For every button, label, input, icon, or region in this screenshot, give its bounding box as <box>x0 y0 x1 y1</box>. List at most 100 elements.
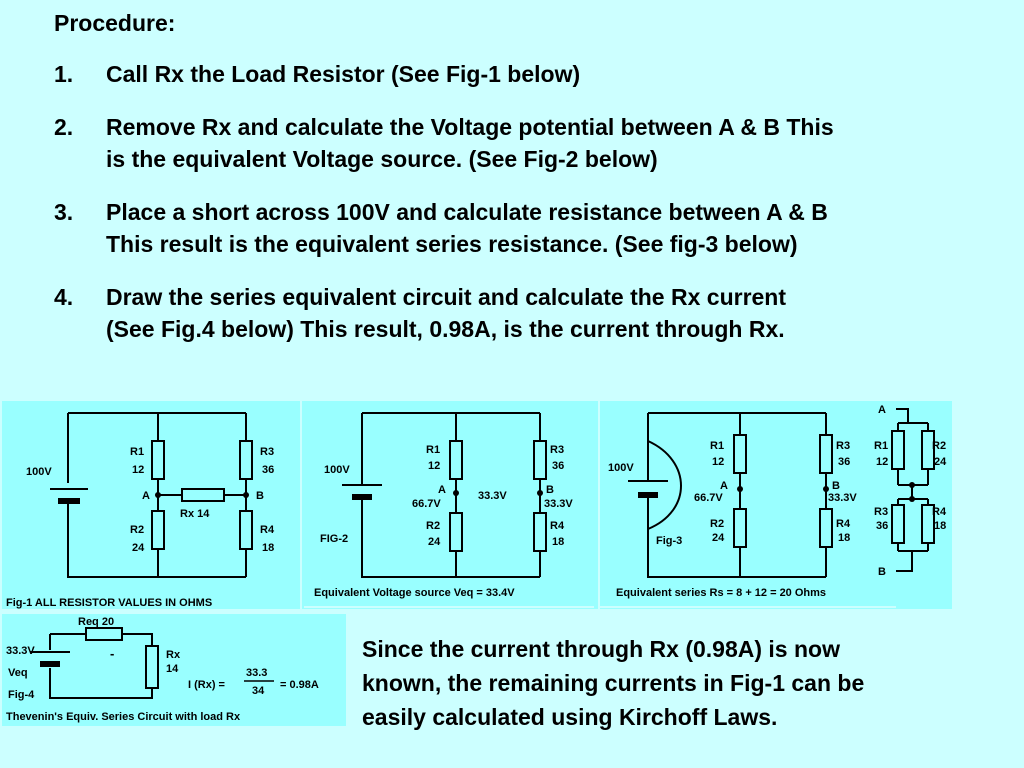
fig4-rx-label: Rx <box>166 649 181 661</box>
resistor-rx <box>145 645 159 689</box>
fig3-r2-value: 24 <box>712 532 725 544</box>
fig2-r1-label: R1 <box>426 444 440 456</box>
fig4-caption: Thevenin's Equiv. Series Circuit with lo… <box>6 711 241 723</box>
resistor-r1 <box>891 430 905 470</box>
fig1-r4-label: R4 <box>260 524 275 536</box>
fig2-r2-label: R2 <box>426 520 440 532</box>
node-b-dot <box>537 490 543 496</box>
fig3b-r4-value: 18 <box>934 520 946 532</box>
resistor-r1 <box>733 434 747 474</box>
fig3-label: Fig-3 <box>656 535 682 547</box>
fig4-veq-label: Veq <box>8 667 28 679</box>
step-text: Remove Rx and calculate the Voltage pote… <box>106 114 834 140</box>
fig2-source-label: 100V <box>324 464 350 476</box>
fig4-minus-sign: - <box>110 646 114 661</box>
short-wire <box>647 440 682 530</box>
node-a-dot <box>453 490 459 496</box>
fig3-node-b: B <box>832 480 840 492</box>
step-text: is the equivalent Voltage source. (See F… <box>106 146 658 172</box>
fig3-r3-label: R3 <box>836 440 850 452</box>
fig4-svg: Req 20 33.3V - Veq Fig-4 Rx 14 I (Rx) = … <box>6 616 319 723</box>
fig3b-r2-value: 24 <box>934 456 947 468</box>
fig3b-r2-label: R2 <box>932 440 946 452</box>
fig3b-equivalent-network: A B R1 12 R2 24 R3 36 R4 18 <box>874 404 947 578</box>
fig2-r2-value: 24 <box>428 536 441 548</box>
conclusion-line: easily calculated using Kirchoff Laws. <box>362 704 778 730</box>
junction-dot <box>909 482 915 488</box>
fig1-r3-label: R3 <box>260 446 274 458</box>
fig3-circuit: 100V R1 12 R2 24 R3 36 R4 18 A 66.7V B 3… <box>598 401 896 609</box>
fig3-r2-label: R2 <box>710 518 724 530</box>
fig3-r4-value: 18 <box>838 532 850 544</box>
fig3-node-b-voltage: 33.3V <box>828 492 857 504</box>
fig4-numerator: 33.3 <box>246 667 267 679</box>
resistor-r2 <box>151 510 165 550</box>
step-text: This result is the equivalent series res… <box>106 231 798 257</box>
fig2-caption: Equivalent Voltage source Veq = 33.4V <box>314 587 515 599</box>
conclusion-line: known, the remaining currents in Fig-1 c… <box>362 670 865 696</box>
fig4-label: Fig-4 <box>8 689 35 701</box>
resistor-r1 <box>151 440 165 480</box>
conclusion-text: Since the current through Rx (0.98A) is … <box>362 632 864 734</box>
fig3b-r1-value: 12 <box>876 456 888 468</box>
step-text: Call Rx the Load Resistor (See Fig-1 bel… <box>106 61 581 87</box>
resistor-r3 <box>239 440 253 480</box>
procedure-steps: 1. Call Rx the Load Resistor (See Fig-1 … <box>54 58 1019 366</box>
node-b-dot <box>823 486 829 492</box>
fig4-formula-left: I (Rx) = <box>188 679 225 691</box>
fig1-r4-value: 18 <box>262 542 274 554</box>
fig2-r4-label: R4 <box>550 520 565 532</box>
step-3: 3. Place a short across 100V and calcula… <box>54 196 1019 260</box>
fig4-panel: Req 20 33.3V - Veq Fig-4 Rx 14 I (Rx) = … <box>2 614 346 726</box>
resistor-r2 <box>449 512 463 552</box>
fig2-vab: 33.3V <box>478 490 507 502</box>
fig1-node-a: A <box>142 490 150 502</box>
fig2-r1-value: 12 <box>428 460 440 472</box>
fig4-result: = 0.98A <box>280 679 319 691</box>
fig2-node-a-voltage: 66.7V <box>412 498 441 510</box>
node-a-dot <box>155 492 161 498</box>
node-b-dot <box>243 492 249 498</box>
resistor-r1 <box>449 440 463 480</box>
fig1-source-label: 100V <box>26 466 52 478</box>
fig3-r1-value: 12 <box>712 456 724 468</box>
fig1-caption: Fig-1 ALL RESISTOR VALUES IN OHMS <box>6 597 212 609</box>
fig4-rx-value: 14 <box>166 663 179 675</box>
step-2: 2. Remove Rx and calculate the Voltage p… <box>54 111 1019 175</box>
fig1-rx-label: Rx 14 <box>180 508 210 520</box>
fig3-r3-value: 36 <box>838 456 850 468</box>
resistor-r3 <box>891 504 905 544</box>
resistor-r4 <box>921 504 935 544</box>
fig2-node-b: B <box>546 484 554 496</box>
step-1: 1. Call Rx the Load Resistor (See Fig-1 … <box>54 58 1019 90</box>
panel-divider <box>300 401 302 609</box>
fig3b-r1-label: R1 <box>874 440 888 452</box>
fig1-node-b: B <box>256 490 264 502</box>
circuit-figures-panel: 100V R1 12 R2 24 R3 36 R4 18 A B Rx 14 F… <box>2 401 952 609</box>
resistor-r2 <box>921 430 935 470</box>
step-number: 3. <box>54 199 74 225</box>
circuit-figures-svg: 100V R1 12 R2 24 R3 36 R4 18 A B Rx 14 F… <box>6 401 947 609</box>
fig1-r2-label: R2 <box>130 524 144 536</box>
fig2-label: FIG-2 <box>320 533 348 545</box>
resistor-r2 <box>733 508 747 548</box>
step-number: 4. <box>54 284 74 310</box>
junction-dot <box>909 496 915 502</box>
conclusion-line: Since the current through Rx (0.98A) is … <box>362 636 840 662</box>
fig1-r1-value: 12 <box>132 464 144 476</box>
step-text: Place a short across 100V and calculate … <box>106 199 828 225</box>
fig3b-r4-label: R4 <box>932 506 947 518</box>
fig3-source-label: 100V <box>608 462 634 474</box>
fig1-r1-label: R1 <box>130 446 144 458</box>
fig2-r4-value: 18 <box>552 536 564 548</box>
fig3-caption: Equivalent series Rs = 8 + 12 = 20 Ohms <box>616 587 826 599</box>
fig3b-node-b: B <box>878 566 886 578</box>
fig2-r3-label: R3 <box>550 444 564 456</box>
step-4: 4. Draw the series equivalent circuit an… <box>54 281 1019 345</box>
step-text: (See Fig.4 below) This result, 0.98A, is… <box>106 316 785 342</box>
resistor-r3 <box>533 440 547 480</box>
resistor-r4 <box>819 508 833 548</box>
procedure-title: Procedure: <box>54 10 176 36</box>
fig1-circuit: 100V R1 12 R2 24 R3 36 R4 18 A B Rx 14 F… <box>6 412 275 609</box>
panel-divider <box>598 401 600 609</box>
